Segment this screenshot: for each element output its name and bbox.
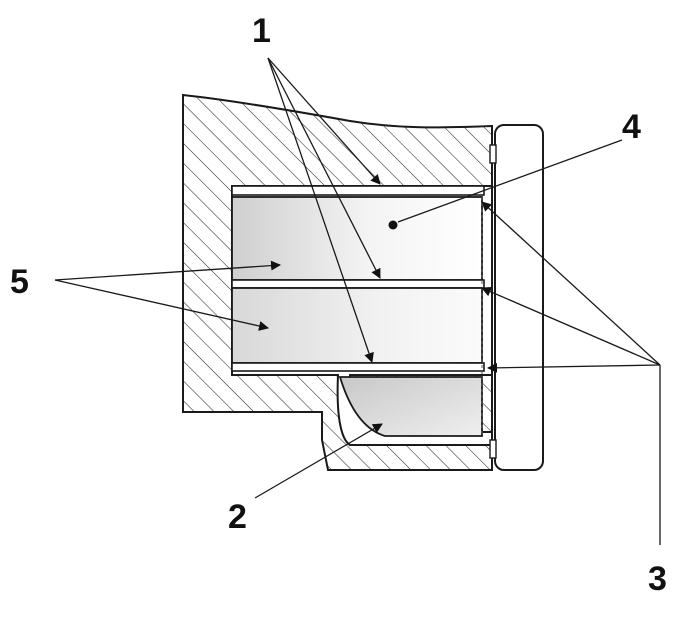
leader-1-top [267,57,381,185]
leader-2 [254,423,383,499]
leader-1-middle [267,57,381,279]
leader-1-bottom [267,57,374,363]
pad-lower [231,287,483,364]
liner-strip-middle [231,279,485,289]
callout-label-4: 4 [622,108,641,146]
liner-strip-bottom [231,362,485,372]
pad-upper [231,196,483,281]
leader-3-bottom [487,362,661,373]
leader-5-lower [54,279,269,331]
pad-marker-dot [388,220,398,230]
cover-spacer-bottom [489,439,497,459]
leader-5-upper [54,260,281,281]
lower-pocket [338,376,483,437]
callout-label-1: 1 [252,12,271,50]
callout-label-5: 5 [10,263,29,301]
callout-leaders [54,57,661,545]
liner-strip-top [231,185,485,196]
callout-label-3: 3 [648,560,667,598]
leader-4 [397,139,623,223]
leader-3-middle [481,286,661,366]
end-cover-plate [494,124,544,471]
callout-label-2: 2 [228,498,247,536]
leader-3-top [481,201,661,366]
cover-spacer-top [489,144,497,164]
